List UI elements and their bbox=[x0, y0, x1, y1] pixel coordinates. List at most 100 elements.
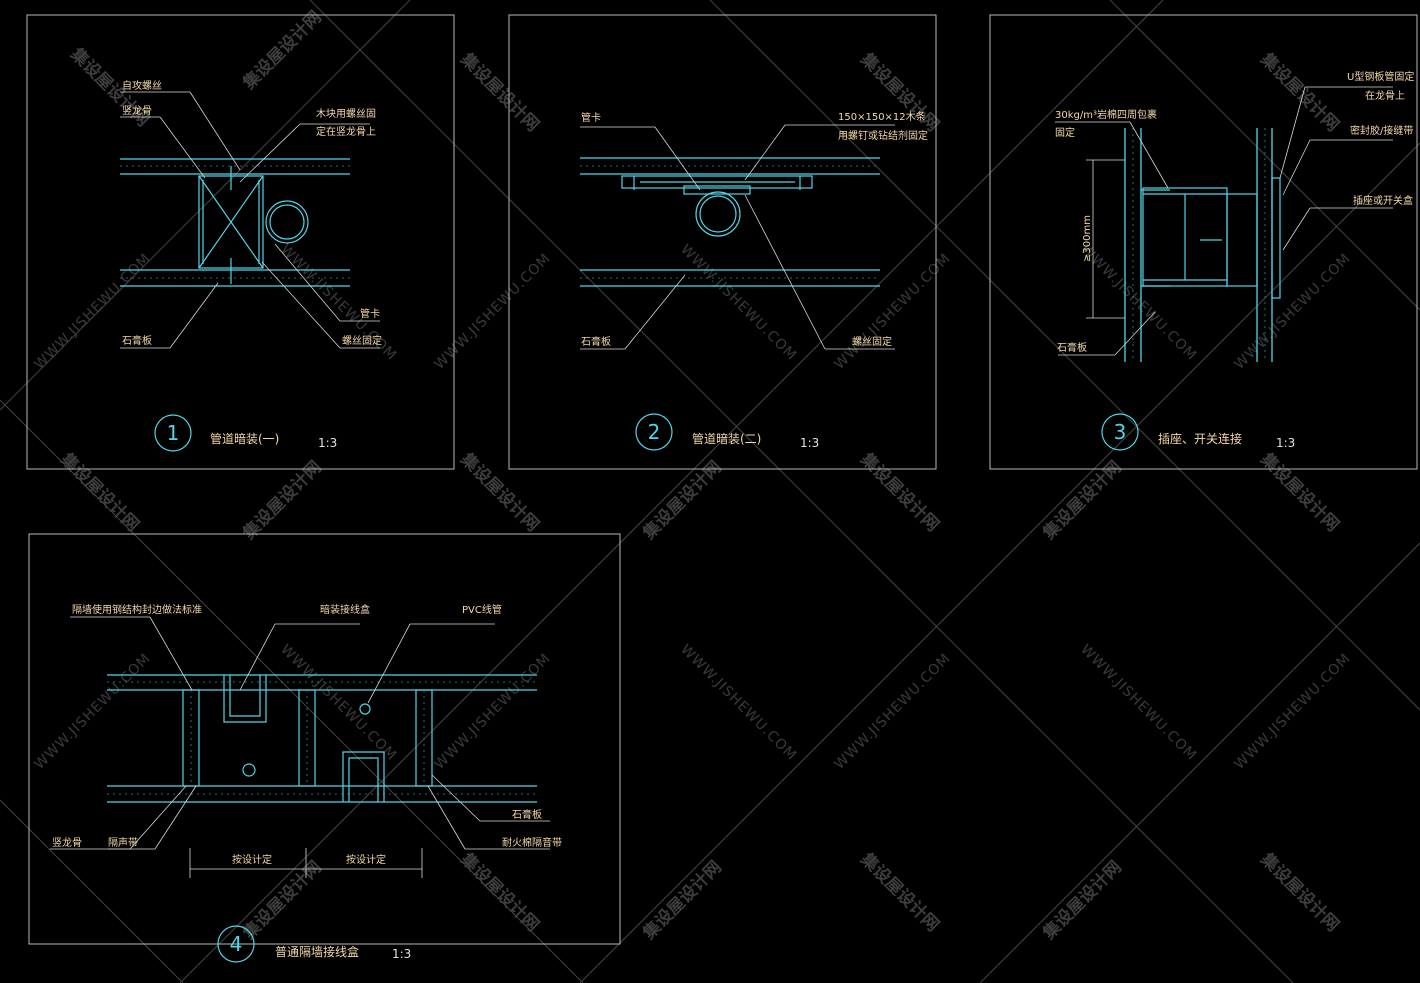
leader-lines bbox=[50, 616, 550, 850]
label-rock-wool-2: 固定 bbox=[1055, 126, 1075, 139]
label-wood-strip-2: 用螺钉或钻结剂固定 bbox=[838, 129, 928, 142]
watermark-brand: 集设屋设计网 bbox=[638, 857, 726, 945]
leader-lines bbox=[580, 124, 895, 350]
label-gypsum-board: 石膏板 bbox=[122, 334, 152, 347]
watermark-url: WWW.JISHEWU.COM bbox=[277, 642, 400, 765]
label-pipe-clamp: 管卡 bbox=[581, 111, 601, 124]
detail-scale: 1:3 bbox=[1276, 436, 1295, 450]
dimension-design-1: 按设计定 bbox=[232, 853, 272, 866]
watermark-brand: 集设屋设计网 bbox=[456, 48, 544, 136]
detail-number: 3 bbox=[1114, 420, 1127, 444]
watermark-brand: 集设屋设计网 bbox=[1038, 457, 1126, 545]
watermark-url: WWW.JISHEWU.COM bbox=[1232, 650, 1355, 773]
label-gypsum-board: 石膏板 bbox=[581, 335, 611, 348]
label-self-tapping-screw: 自攻螺丝 bbox=[122, 79, 162, 92]
watermark-url: WWW.JISHEWU.COM bbox=[1232, 250, 1355, 373]
watermark-url: WWW.JISHEWU.COM bbox=[1077, 642, 1200, 765]
partition-wall-section bbox=[120, 158, 350, 287]
detail-number-bubble bbox=[154, 414, 192, 452]
detail-scale: 1:3 bbox=[392, 947, 411, 961]
watermark-url: WWW.JISHEWU.COM bbox=[32, 250, 155, 373]
detail-1: 自攻螺丝 竖龙骨 木块用螺丝固 定在竖龙骨上 石膏板 管卡 螺丝固定 1 管道暗… bbox=[26, 14, 455, 470]
watermark-brand: 集设屋设计网 bbox=[1256, 48, 1344, 136]
label-sealant: 密封胶/接缝带 bbox=[1350, 124, 1413, 137]
dimension-300mm: ≥300mm bbox=[1082, 215, 1093, 262]
pipe-circle bbox=[695, 191, 741, 237]
label-steel-edge-standard: 隔墙使用钢结构封边做法标准 bbox=[72, 603, 202, 616]
label-stud: 竖龙骨 bbox=[122, 104, 152, 117]
watermark-brand: 集设屋设计网 bbox=[856, 448, 944, 536]
label-fire-wool-strip: 耐火棉隔音带 bbox=[502, 836, 562, 849]
leader-lines bbox=[120, 91, 380, 349]
detail-number-bubble bbox=[217, 925, 255, 963]
watermark-url: WWW.JISHEWU.COM bbox=[432, 250, 555, 373]
label-socket-box: 插座或开关盒 bbox=[1353, 194, 1413, 207]
wood-strip bbox=[621, 175, 813, 195]
watermark-brand: 集设屋设计网 bbox=[856, 848, 944, 936]
pipe-circle bbox=[265, 200, 309, 244]
conduits bbox=[242, 703, 371, 777]
label-screw-fix: 螺丝固定 bbox=[342, 334, 382, 347]
watermark-url: WWW.JISHEWU.COM bbox=[832, 650, 955, 773]
detail-4: 隔墙使用钢结构封边做法标准 暗装接线盒 PVC线管 竖龙骨 隔声带 石膏板 耐火… bbox=[28, 533, 621, 963]
detail-scale: 1:3 bbox=[800, 436, 819, 450]
detail-number: 4 bbox=[230, 932, 243, 956]
detail-frame bbox=[989, 14, 1418, 470]
detail-frame bbox=[28, 533, 621, 945]
watermark-texts: 集设屋设计网 集设屋设计网 集设屋设计网 集设屋设计网 集设屋设计网 集设屋设计… bbox=[32, 7, 1355, 945]
detail-title: 管道暗装(二) bbox=[692, 431, 761, 446]
label-concealed-box: 暗装接线盒 bbox=[320, 603, 370, 616]
leader-lines bbox=[1055, 86, 1393, 356]
watermark-brand: 集设屋设计网 bbox=[238, 7, 326, 95]
watermark-brand: 集设屋设计网 bbox=[456, 848, 544, 936]
label-gypsum-board: 石膏板 bbox=[512, 808, 542, 821]
detail-scale: 1:3 bbox=[318, 436, 337, 450]
dimension-line bbox=[189, 848, 423, 878]
detail-title: 插座、开关连接 bbox=[1158, 431, 1242, 446]
detail-2: 管卡 150×150×12木条 用螺钉或钻结剂固定 石膏板 螺丝固定 2 管道暗… bbox=[508, 14, 937, 470]
watermark-brand: 集设屋设计网 bbox=[238, 857, 326, 945]
watermark-brand: 集设屋设计网 bbox=[238, 457, 326, 545]
partition-wall-section bbox=[580, 157, 880, 287]
detail-number: 1 bbox=[167, 421, 180, 445]
detail-frame bbox=[508, 14, 937, 470]
watermark-url: WWW.JISHEWU.COM bbox=[677, 242, 800, 365]
studs bbox=[182, 689, 433, 787]
stud-channel bbox=[198, 166, 264, 284]
watermark-url: WWW.JISHEWU.COM bbox=[32, 650, 155, 773]
junction-boxes bbox=[223, 675, 385, 802]
watermark-url: WWW.JISHEWU.COM bbox=[432, 650, 555, 773]
detail-title: 普通隔墙接线盒 bbox=[275, 944, 359, 959]
detail-number-bubble bbox=[635, 413, 673, 451]
label-u-steel-2: 在龙骨上 bbox=[1365, 89, 1405, 102]
watermark-brand: 集设屋设计网 bbox=[56, 448, 144, 536]
label-wood-block-2: 定在竖龙骨上 bbox=[316, 125, 376, 138]
label-acoustic-strip: 隔声带 bbox=[108, 836, 138, 849]
label-gypsum-board: 石膏板 bbox=[1057, 341, 1087, 354]
dimension-line bbox=[1086, 159, 1125, 319]
label-pvc-conduit: PVC线管 bbox=[462, 603, 502, 616]
watermark-brand: 集设屋设计网 bbox=[638, 457, 726, 545]
watermark-brand: 集设屋设计网 bbox=[456, 448, 544, 536]
label-wood-strip-1: 150×150×12木条 bbox=[838, 110, 926, 123]
label-wood-block-1: 木块用螺丝固 bbox=[316, 108, 376, 120]
detail-number: 2 bbox=[648, 420, 661, 444]
detail-number-bubble bbox=[1101, 413, 1139, 451]
partition-wall-section bbox=[107, 674, 537, 803]
label-u-steel-1: U型钢板管固定 bbox=[1347, 70, 1414, 83]
detail-3: ≥300mm 30kg/m³岩棉四周包裹 固定 石膏板 U型钢板管固定 在龙骨上… bbox=[989, 14, 1418, 470]
label-screw-fix: 螺丝固定 bbox=[852, 335, 892, 348]
watermark-brand: 集设屋设计网 bbox=[1038, 857, 1126, 945]
watermark-brand: 集设屋设计网 bbox=[1256, 848, 1344, 936]
watermark-url: WWW.JISHEWU.COM bbox=[1077, 242, 1200, 365]
detail-title: 管道暗装(一) bbox=[210, 431, 279, 446]
switch-box bbox=[1141, 177, 1281, 299]
label-rock-wool-1: 30kg/m³岩棉四周包裹 bbox=[1055, 108, 1157, 121]
detail-frame bbox=[26, 14, 455, 470]
label-pipe-clamp: 管卡 bbox=[360, 307, 380, 320]
dimension-design-2: 按设计定 bbox=[346, 853, 386, 866]
watermark-url: WWW.JISHEWU.COM bbox=[677, 642, 800, 765]
